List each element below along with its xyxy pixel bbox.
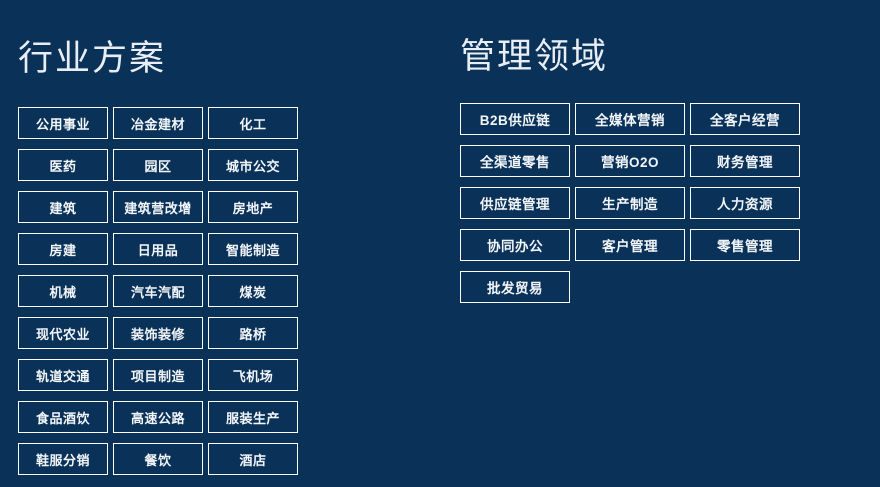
- tag-button[interactable]: 协同办公: [460, 229, 570, 261]
- tag-button[interactable]: 餐饮: [113, 443, 203, 475]
- tag-button[interactable]: 城市公交: [208, 149, 298, 181]
- tag-button[interactable]: 日用品: [113, 233, 203, 265]
- tag-button[interactable]: 酒店: [208, 443, 298, 475]
- panel-title-industry-solutions: 行业方案: [18, 39, 167, 79]
- tag-button[interactable]: 鞋服分销: [18, 443, 108, 475]
- tag-button[interactable]: 全媒体营销: [575, 103, 685, 135]
- tag-button[interactable]: 服装生产: [208, 401, 298, 433]
- tag-button[interactable]: 生产制造: [575, 187, 685, 219]
- tag-button[interactable]: 零售管理: [690, 229, 800, 261]
- tag-button[interactable]: 项目制造: [113, 359, 203, 391]
- tag-button[interactable]: 轨道交通: [18, 359, 108, 391]
- tag-button[interactable]: 公用事业: [18, 107, 108, 139]
- tag-button[interactable]: 房地产: [208, 191, 298, 223]
- tag-button[interactable]: 食品酒饮: [18, 401, 108, 433]
- tag-button[interactable]: B2B供应链: [460, 103, 570, 135]
- tag-button[interactable]: 路桥: [208, 317, 298, 349]
- tag-button[interactable]: 机械: [18, 275, 108, 307]
- tag-button[interactable]: 园区: [113, 149, 203, 181]
- tag-button[interactable]: 现代农业: [18, 317, 108, 349]
- tag-button[interactable]: 建筑营改增: [113, 191, 203, 223]
- tag-button[interactable]: 财务管理: [690, 145, 800, 177]
- tag-button[interactable]: 全渠道零售: [460, 145, 570, 177]
- tag-button[interactable]: 房建: [18, 233, 108, 265]
- tag-button[interactable]: 人力资源: [690, 187, 800, 219]
- tag-button[interactable]: 批发贸易: [460, 271, 570, 303]
- tag-button[interactable]: 冶金建材: [113, 107, 203, 139]
- tag-button[interactable]: 汽车汽配: [113, 275, 203, 307]
- tag-button[interactable]: 建筑: [18, 191, 108, 223]
- tag-button[interactable]: 智能制造: [208, 233, 298, 265]
- tag-button[interactable]: 营销O2O: [575, 145, 685, 177]
- tag-button[interactable]: 装饰装修: [113, 317, 203, 349]
- tag-button[interactable]: 化工: [208, 107, 298, 139]
- tag-button[interactable]: 供应链管理: [460, 187, 570, 219]
- tag-button[interactable]: 医药: [18, 149, 108, 181]
- tag-button[interactable]: 煤炭: [208, 275, 298, 307]
- tag-button[interactable]: 客户管理: [575, 229, 685, 261]
- tag-button[interactable]: 飞机场: [208, 359, 298, 391]
- panel-title-management-domains: 管理领域: [460, 37, 609, 77]
- tag-button[interactable]: 全客户经营: [690, 103, 800, 135]
- tag-grid-industry-solutions: 公用事业冶金建材化工医药园区城市公交建筑建筑营改增房地产房建日用品智能制造机械汽…: [18, 107, 396, 485]
- tag-button[interactable]: 高速公路: [113, 401, 203, 433]
